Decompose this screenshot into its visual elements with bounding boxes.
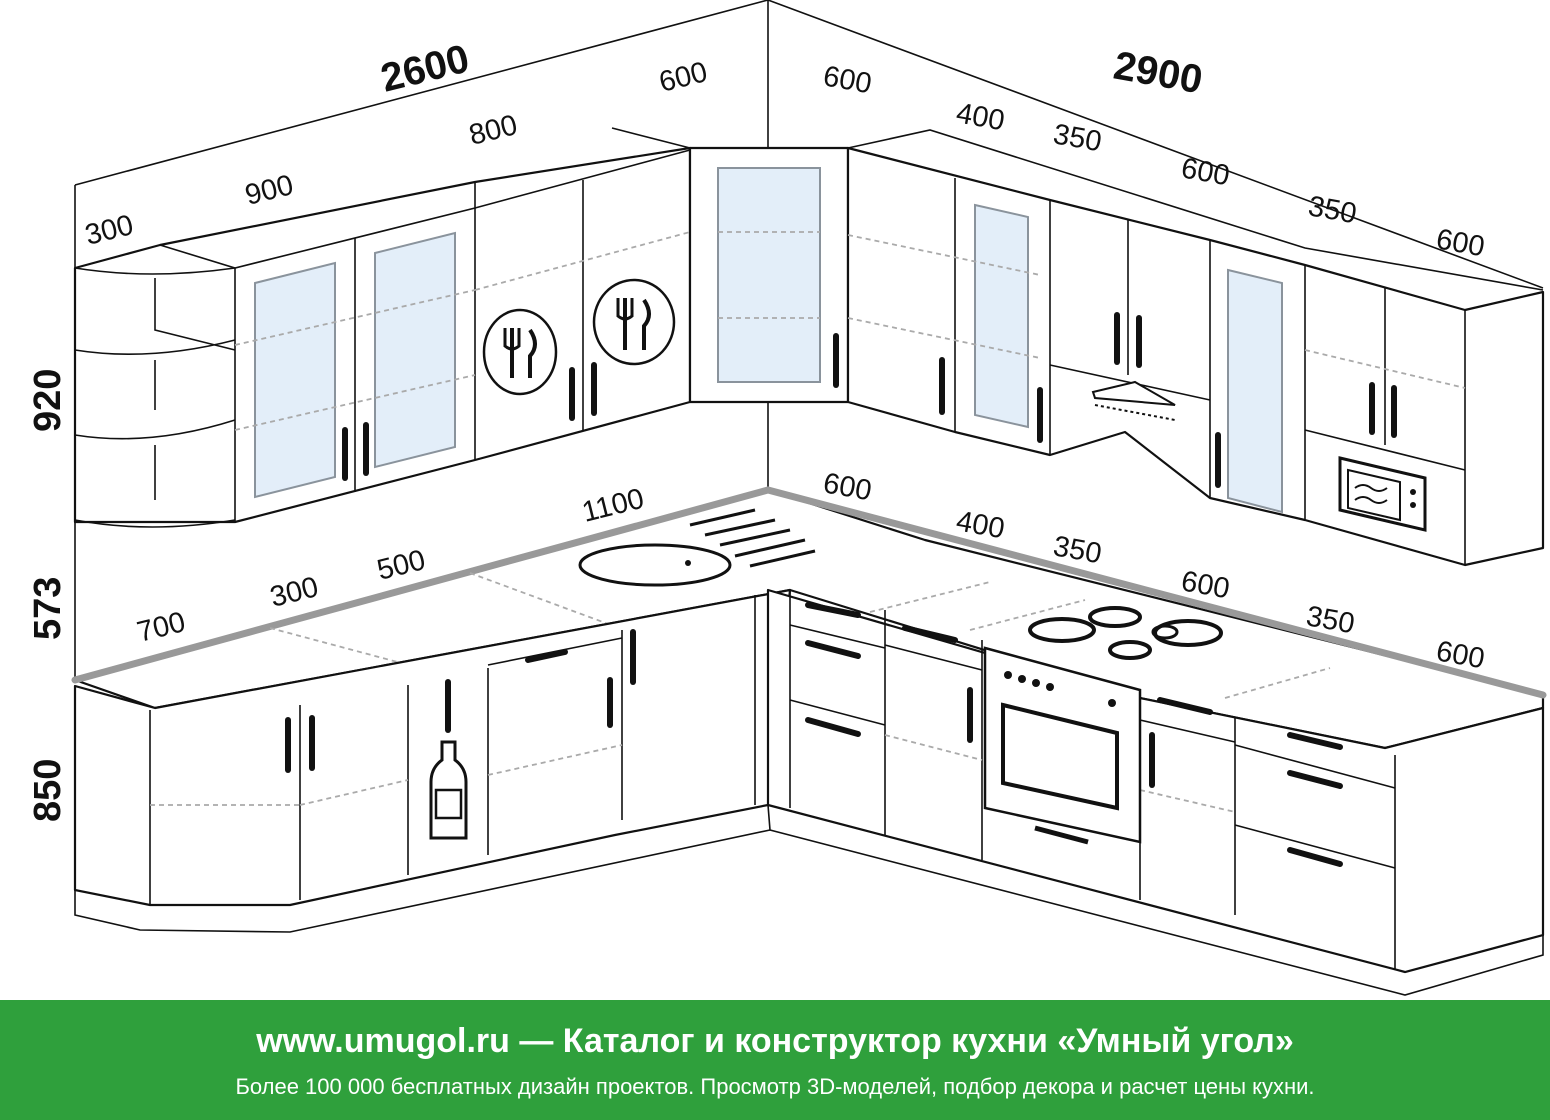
dim-upper-right: 600	[1179, 152, 1232, 192]
dim-upper-left: 900	[242, 169, 297, 212]
dim-total-right: 2900	[1110, 44, 1205, 103]
upper-corner-cabinet	[611, 127, 850, 404]
dim-counter-left: 300	[267, 571, 322, 614]
drawer-handle	[805, 717, 861, 737]
dim-upper-left: 600	[656, 56, 711, 99]
dim-height-gap: 573	[27, 577, 69, 640]
glass-panel	[974, 203, 1029, 429]
glass-panel	[1227, 268, 1283, 514]
drawer-handle	[805, 602, 861, 618]
drawer-handle	[1287, 847, 1343, 867]
dim-upper-left: 800	[466, 109, 521, 152]
dim-upper-right: 400	[954, 97, 1007, 137]
cutlery-icon	[482, 308, 558, 396]
door-handle	[525, 649, 568, 663]
upper-right-cabinets	[846, 129, 1545, 567]
glass-panel	[717, 167, 821, 383]
kitchen-diagram: 2600 2900 300 900 800 600 600 400 350 60…	[27, 0, 1547, 996]
dim-height-lower: 850	[27, 759, 69, 822]
dim-upper-right: 350	[1306, 190, 1359, 230]
drawer-handle	[1287, 770, 1343, 789]
dim-upper-right: 600	[821, 60, 874, 100]
sink-icon	[578, 508, 816, 587]
footer-title[interactable]: www.umugol.ru — Каталог и конструктор ку…	[256, 1022, 1294, 1060]
bottle-icon	[429, 740, 468, 840]
cutlery-icon	[592, 278, 676, 366]
lower-left-cabinets	[73, 588, 792, 933]
dim-upper-left: 300	[82, 209, 137, 252]
upper-left-cabinets	[73, 146, 692, 528]
dim-counter-right: 600	[821, 467, 874, 507]
lower-right-cabinets	[766, 588, 1545, 996]
glass-panel	[254, 261, 336, 499]
drawer-handle	[1287, 732, 1343, 750]
microwave-icon	[1338, 456, 1427, 532]
dim-total-left: 2600	[377, 37, 474, 101]
drawer-handle	[1157, 697, 1213, 715]
cooktop-icon	[1028, 606, 1223, 660]
glass-panel	[374, 231, 456, 469]
dim-counter-left: 700	[134, 606, 189, 649]
drawer-handle	[805, 640, 861, 659]
dim-height-upper: 920	[27, 369, 69, 432]
oven-icon	[983, 646, 1142, 845]
footer-banner: www.umugol.ru — Каталог и конструктор ку…	[0, 1000, 1550, 1120]
hood-icon	[1091, 380, 1176, 421]
dim-upper-right: 350	[1051, 118, 1104, 158]
drawer-handle	[902, 625, 958, 643]
dim-upper-right: 600	[1434, 223, 1487, 263]
dim-counter-left: 500	[374, 544, 429, 587]
dim-counter-left: 1100	[579, 483, 647, 529]
footer-subtitle: Более 100 000 бесплатных дизайн проектов…	[235, 1074, 1315, 1099]
